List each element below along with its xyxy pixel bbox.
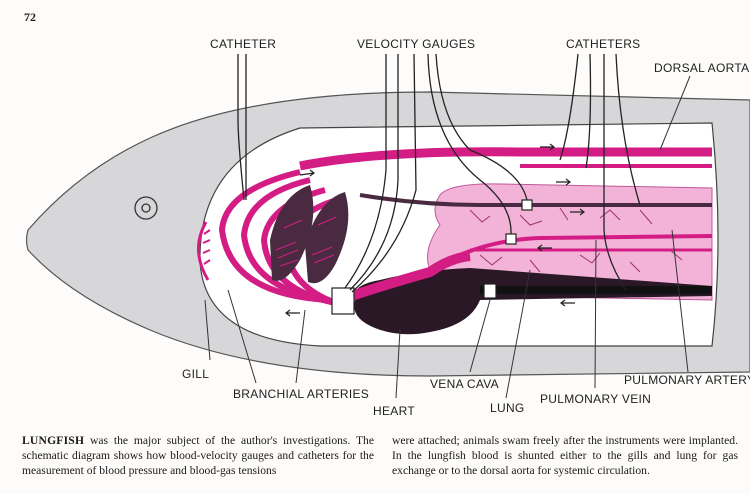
caption-right-column: were attached; animals swam freely after… xyxy=(392,434,738,477)
label-catheters: CATHETERS xyxy=(566,37,640,51)
lungfish-diagram: CATHETER VELOCITY GAUGES CATHETERS DORSA… xyxy=(25,37,750,418)
eye-icon xyxy=(134,196,158,220)
label-velocity-gauges: VELOCITY GAUGES xyxy=(357,37,475,51)
label-catheter: CATHETER xyxy=(210,37,276,51)
systemic-vein-vessel xyxy=(359,193,712,207)
instrument-wires xyxy=(237,53,641,293)
label-heart: HEART xyxy=(373,404,415,418)
label-dorsal-aorta: DORSAL AORTA xyxy=(654,61,749,75)
velocity-gauge-icons xyxy=(331,199,533,315)
label-vena-cava: VENA CAVA xyxy=(430,377,499,391)
label-branchial-arteries: BRANCHIAL ARTERIES xyxy=(233,387,369,401)
label-pulmonary-vein: PULMONARY VEIN xyxy=(540,392,651,406)
caption-lead: LUNGFISH xyxy=(22,434,85,447)
label-gill: GILL xyxy=(182,367,209,381)
gill-filaments xyxy=(196,221,211,281)
label-lung: LUNG xyxy=(490,401,525,415)
lung-veins xyxy=(469,207,683,273)
outflow-vessel xyxy=(338,251,471,305)
caption-left-column: LUNGFISH was the major subject of the au… xyxy=(22,433,374,478)
flow-arrows xyxy=(285,143,585,317)
caption-left-text: was the major subject of the author's in… xyxy=(22,434,374,477)
page-number: 72 xyxy=(24,10,36,24)
dorsal-aorta-vessel xyxy=(299,147,712,171)
leader-lines xyxy=(204,75,691,399)
label-pulmonary-artery: PULMONARY ARTERY xyxy=(624,373,750,387)
